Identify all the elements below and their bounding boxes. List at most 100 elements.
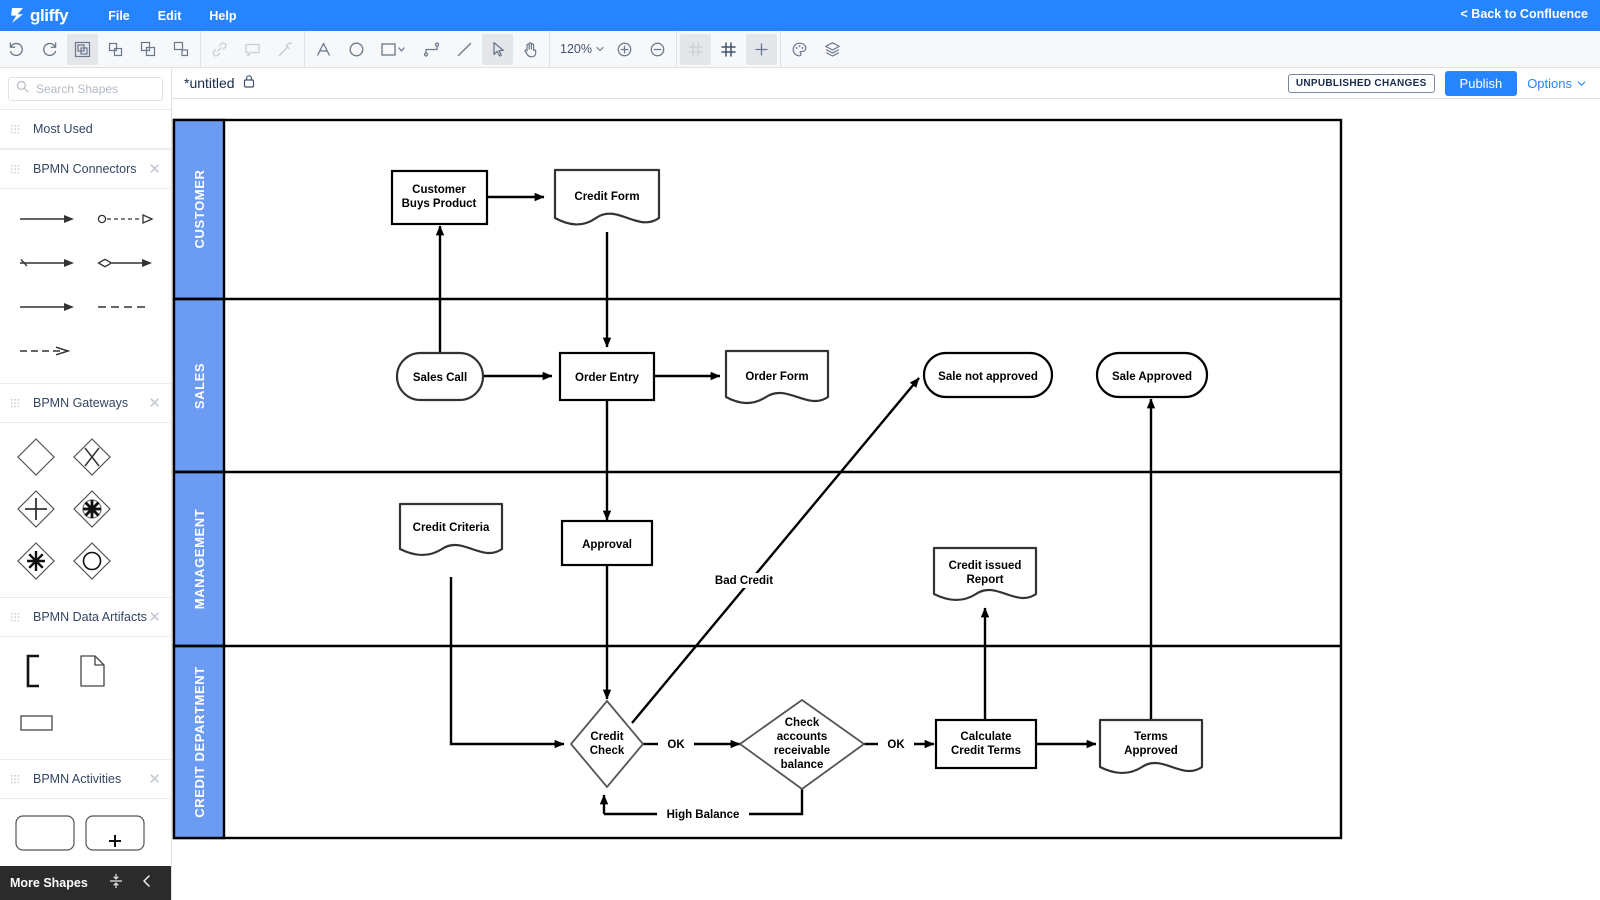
publish-button[interactable]: Publish [1444, 70, 1518, 96]
complex-gateway-shape[interactable] [64, 483, 120, 535]
pointer-icon[interactable] [482, 33, 513, 65]
hand-icon[interactable] [515, 34, 546, 65]
data-store-shape[interactable] [8, 697, 64, 749]
node-order-entry[interactable]: Order Entry [558, 351, 656, 402]
node-calculate-credit-terms[interactable]: Calculate Credit Terms [934, 718, 1038, 770]
edge-credit-criteria-to-credit-check[interactable] [449, 577, 565, 749]
zoom-out-icon[interactable] [642, 34, 673, 65]
close-icon[interactable]: ✕ [148, 394, 161, 412]
sidebar-section-bpmn-data-artifacts[interactable]: BPMN Data Artifacts ✕ [0, 597, 171, 637]
send-to-back-icon[interactable] [166, 34, 197, 65]
redo-icon[interactable] [34, 34, 65, 65]
node-credit-issued-report[interactable]: Credit issued Report [932, 546, 1038, 602]
zoom-in-icon[interactable] [609, 34, 640, 65]
group-icon[interactable] [67, 33, 98, 65]
plain-arrow-shape[interactable] [10, 285, 88, 329]
eyedropper-icon[interactable] [270, 34, 301, 65]
node-label: Approval [582, 539, 632, 551]
document-title[interactable]: *untitled [184, 75, 235, 91]
node-terms-approved[interactable]: Terms Approved [1098, 718, 1204, 775]
default-flow-shape[interactable] [10, 241, 88, 285]
expand-collapse-icon[interactable] [108, 873, 124, 894]
close-icon[interactable]: ✕ [148, 160, 161, 178]
node-sale-approved[interactable]: Sale Approved [1095, 351, 1209, 399]
group-bracket-shape[interactable] [8, 645, 64, 697]
sequence-flow-shape[interactable] [10, 197, 88, 241]
subprocess-task-shape[interactable] [80, 807, 150, 859]
node-credit-check[interactable]: Credit Check [569, 699, 645, 789]
task-shape[interactable] [10, 807, 80, 859]
node-customer-buys-product[interactable]: Customer Buys Product [390, 169, 489, 226]
lock-icon[interactable] [243, 74, 255, 93]
parallel-gateway-shape[interactable] [8, 483, 64, 535]
inclusive-star-gateway-shape[interactable] [8, 535, 64, 587]
sidebar-section-bpmn-activities[interactable]: BPMN Activities ✕ [0, 759, 171, 799]
node-credit-criteria[interactable]: Credit Criteria [398, 502, 504, 557]
toolbar-divider [675, 30, 677, 68]
exclusive-gateway-shape[interactable] [8, 431, 64, 483]
bring-to-front-icon[interactable] [133, 34, 164, 65]
dashed-arrow-shape[interactable] [10, 329, 88, 373]
close-icon[interactable]: ✕ [148, 770, 161, 788]
node-check-ar-balance[interactable]: Check accounts receivable balance [738, 698, 866, 791]
sidebar-section-most-used[interactable]: Most Used [0, 109, 171, 149]
ungroup-icon[interactable] [100, 34, 131, 65]
comment-icon[interactable] [237, 34, 268, 65]
edge-label-high-balance-text: High Balance [667, 809, 740, 821]
back-to-confluence-link[interactable]: < Back to Confluence [1460, 7, 1588, 21]
snap-to-grid-icon[interactable] [679, 33, 711, 65]
search-box[interactable] [8, 77, 163, 101]
data-object-shape[interactable] [64, 645, 120, 697]
lane-header-credit-department[interactable] [172, 644, 226, 840]
toolbar-divider [200, 30, 201, 68]
menu-help[interactable]: Help [209, 8, 237, 23]
show-grid-icon[interactable] [713, 34, 744, 65]
text-icon[interactable] [308, 34, 339, 65]
document-header-actions: UNPUBLISHED CHANGES Publish Options [1287, 70, 1588, 96]
node-label-line3: receivable [774, 745, 830, 757]
exclusive-x-gateway-shape[interactable] [64, 431, 120, 483]
node-sale-not-approved[interactable]: Sale not approved [922, 351, 1054, 399]
search-input[interactable] [36, 82, 154, 96]
link-icon[interactable] [204, 34, 235, 65]
gliffy-logo[interactable]: gliffy [9, 6, 69, 26]
inclusive-gateway-shape[interactable] [64, 535, 120, 587]
node-sales-call[interactable]: Sales Call [395, 351, 485, 402]
rectangle-icon[interactable] [374, 34, 414, 65]
menu-edit[interactable]: Edit [157, 8, 182, 23]
node-label-line2: accounts [777, 731, 828, 743]
guides-icon[interactable] [745, 33, 777, 65]
toolbar-divider [779, 30, 781, 68]
layers-icon[interactable] [817, 34, 848, 65]
menu-file[interactable]: File [108, 8, 130, 23]
lane-header-customer[interactable] [172, 118, 226, 301]
zoom-level-select[interactable]: 120% [552, 42, 608, 56]
collapse-sidebar-icon[interactable] [140, 874, 154, 893]
message-flow-shape[interactable] [88, 197, 166, 241]
line-connector-icon[interactable] [449, 34, 480, 65]
theme-icon[interactable] [784, 34, 815, 65]
elbow-connector-icon[interactable] [416, 34, 447, 65]
node-credit-form[interactable]: Credit Form [553, 168, 661, 226]
node-approval[interactable]: Approval [560, 519, 654, 567]
drag-grip-icon [10, 123, 21, 135]
dashed-line-shape[interactable] [88, 285, 166, 329]
edge-credit-check-to-sale-not-approved[interactable] [631, 377, 920, 724]
options-menu-button[interactable]: Options [1527, 76, 1588, 91]
node-order-form[interactable]: Order Form [724, 349, 830, 405]
lane-label-sales: SALES [192, 363, 207, 409]
more-shapes-bar[interactable]: More Shapes [0, 866, 171, 900]
undo-icon[interactable] [1, 34, 32, 65]
conditional-flow-shape[interactable] [88, 241, 166, 285]
node-label: Credit Criteria [413, 522, 490, 534]
shape-grid-data-artifacts [0, 637, 171, 759]
node-label: Sales Call [413, 372, 467, 384]
close-icon[interactable]: ✕ [148, 608, 161, 626]
lane-header-management[interactable] [172, 470, 226, 648]
sidebar-section-bpmn-connectors[interactable]: BPMN Connectors ✕ [0, 149, 171, 189]
node-label-line1: Check [785, 717, 820, 729]
diagram-canvas[interactable]: CUSTOMER SALES MANAGEMENT CREDIT DEPARTM… [172, 99, 1600, 900]
ellipse-icon[interactable] [341, 34, 372, 65]
node-label-line2: Approved [1124, 745, 1178, 757]
sidebar-section-bpmn-gateways[interactable]: BPMN Gateways ✕ [0, 383, 171, 423]
